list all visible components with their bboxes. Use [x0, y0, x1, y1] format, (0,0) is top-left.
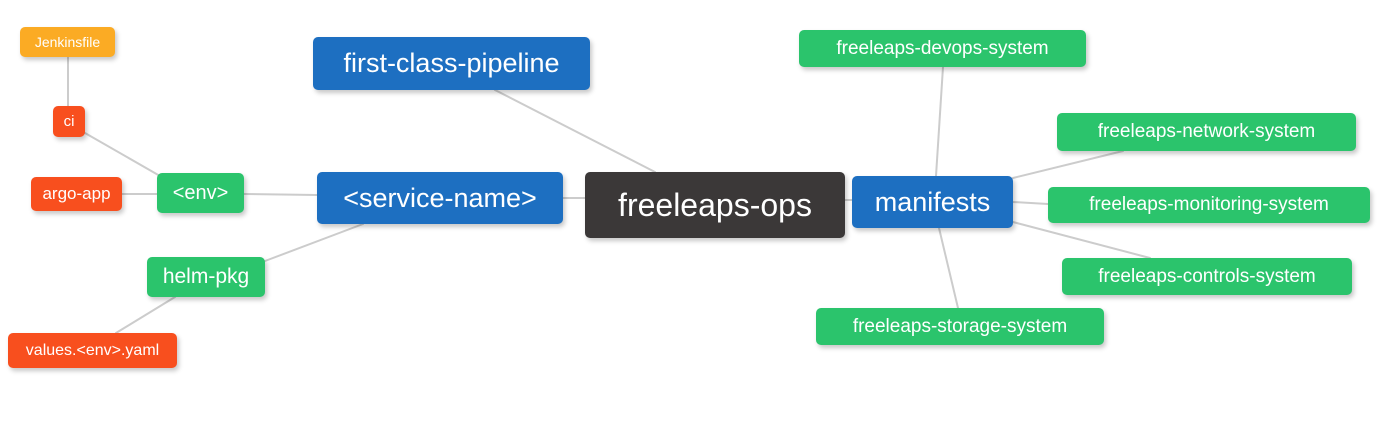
node-env[interactable]: <env> — [157, 173, 244, 213]
node-controls-system[interactable]: freeleaps-controls-system — [1062, 258, 1352, 295]
node-argo-app[interactable]: argo-app — [31, 177, 122, 211]
edge-ci-to-env — [84, 132, 161, 177]
node-service-name[interactable]: <service-name> — [317, 172, 563, 224]
node-first-class-pipeline[interactable]: first-class-pipeline — [313, 37, 590, 90]
edge-manifests-to-monitoring-system — [1012, 201, 1049, 205]
edge-env-to-service-name — [243, 193, 318, 196]
node-monitoring-system[interactable]: freeleaps-monitoring-system — [1048, 187, 1370, 223]
edge-service-name-to-helm-pkg — [264, 223, 364, 262]
node-helm-pkg[interactable]: helm-pkg — [147, 257, 265, 297]
edge-first-class-pipeline-to-freeleaps-ops — [494, 89, 656, 173]
node-manifests[interactable]: manifests — [852, 176, 1013, 228]
edge-manifests-to-devops-system — [935, 66, 944, 177]
edge-manifests-to-storage-system — [938, 227, 959, 309]
edge-helm-pkg-to-values-env-yaml — [115, 296, 176, 334]
node-jenkinsfile[interactable]: Jenkinsfile — [20, 27, 115, 57]
node-ci[interactable]: ci — [53, 106, 85, 137]
node-devops-system[interactable]: freeleaps-devops-system — [799, 30, 1086, 67]
node-network-system[interactable]: freeleaps-network-system — [1057, 113, 1356, 151]
edge-manifests-to-controls-system — [1012, 221, 1151, 259]
node-storage-system[interactable]: freeleaps-storage-system — [816, 308, 1104, 345]
edge-manifests-to-network-system — [1012, 150, 1124, 179]
node-values-env-yaml[interactable]: values.<env>.yaml — [8, 333, 177, 368]
node-freeleaps-ops[interactable]: freeleaps-ops — [585, 172, 845, 238]
